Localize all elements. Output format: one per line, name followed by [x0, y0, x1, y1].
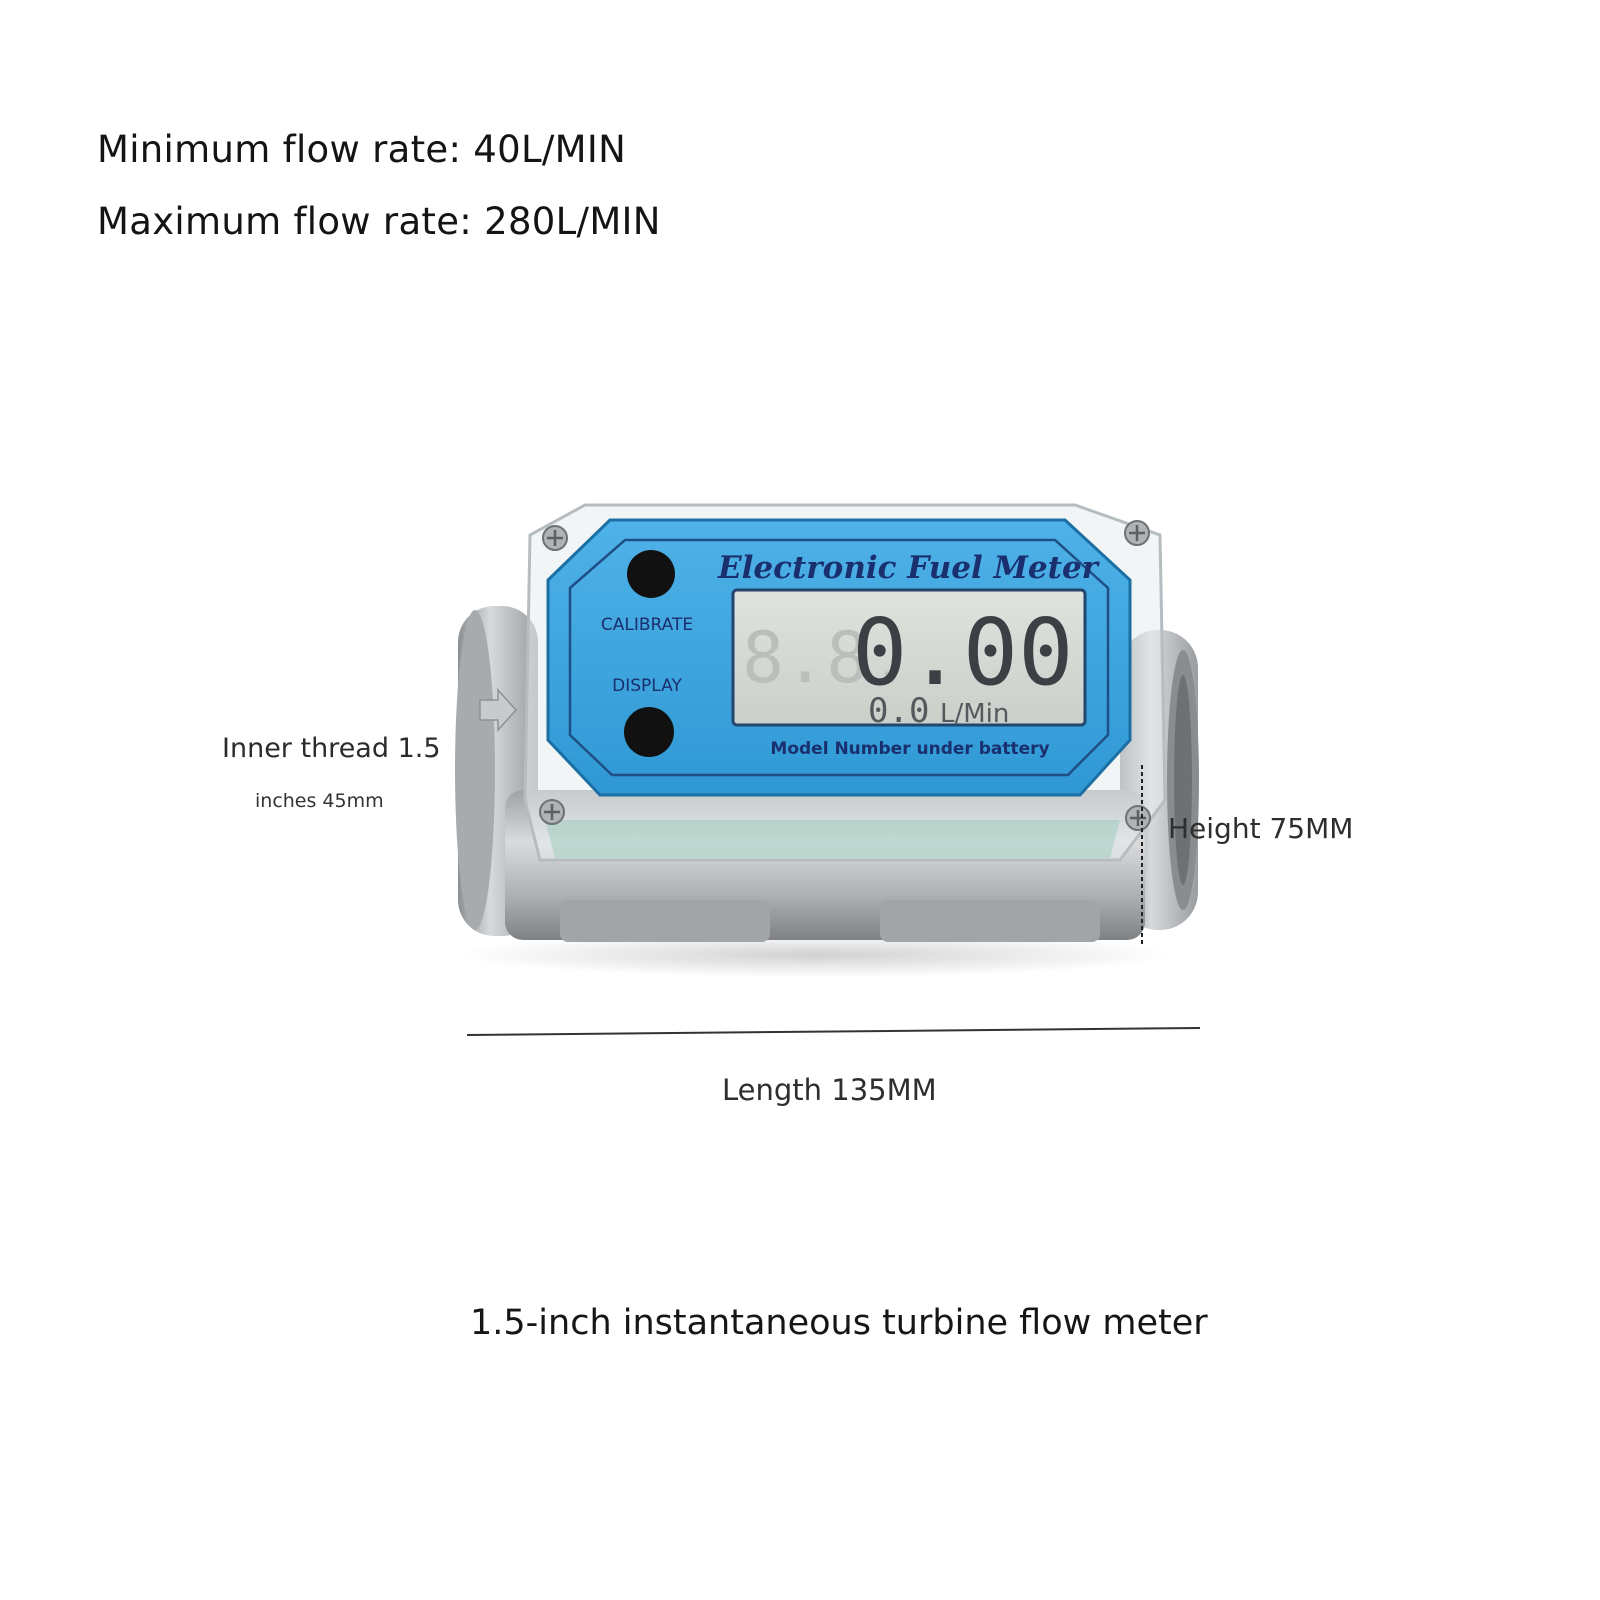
- inner-thread-label: Inner thread 1.5: [222, 733, 441, 764]
- lcd-screen: [731, 588, 1087, 727]
- meter-shadow: [455, 933, 1175, 977]
- length-label: Length 135MM: [722, 1073, 937, 1107]
- display-label: DISPLAY: [612, 676, 682, 696]
- screw-icons: [539, 520, 1151, 831]
- model-number-note: Model Number under battery: [770, 739, 1049, 759]
- lcd-sub-unit: L/Min: [940, 699, 1009, 729]
- lcd-main-reading: 0.00: [852, 599, 1074, 706]
- calibrate-button[interactable]: [627, 550, 675, 598]
- calibrate-label: CALIBRATE: [601, 615, 693, 635]
- length-dimension-line: [466, 1027, 1201, 1036]
- min-flow-rate-text: Minimum flow rate: 40L/MIN: [97, 128, 627, 171]
- lcd-ghost-digits: 8.8.: [742, 617, 911, 699]
- meter-title: Electronic Fuel Meter: [717, 550, 1101, 586]
- max-flow-rate-text: Maximum flow rate: 280L/MIN: [97, 200, 661, 243]
- lcd-sub-reading: 0.0: [868, 691, 929, 731]
- product-caption: 1.5-inch instantaneous turbine flow mete…: [470, 1303, 1208, 1343]
- inner-thread-size-label: inches 45mm: [255, 790, 384, 812]
- display-button[interactable]: [624, 707, 674, 757]
- height-label: Height 75MM: [1168, 812, 1354, 845]
